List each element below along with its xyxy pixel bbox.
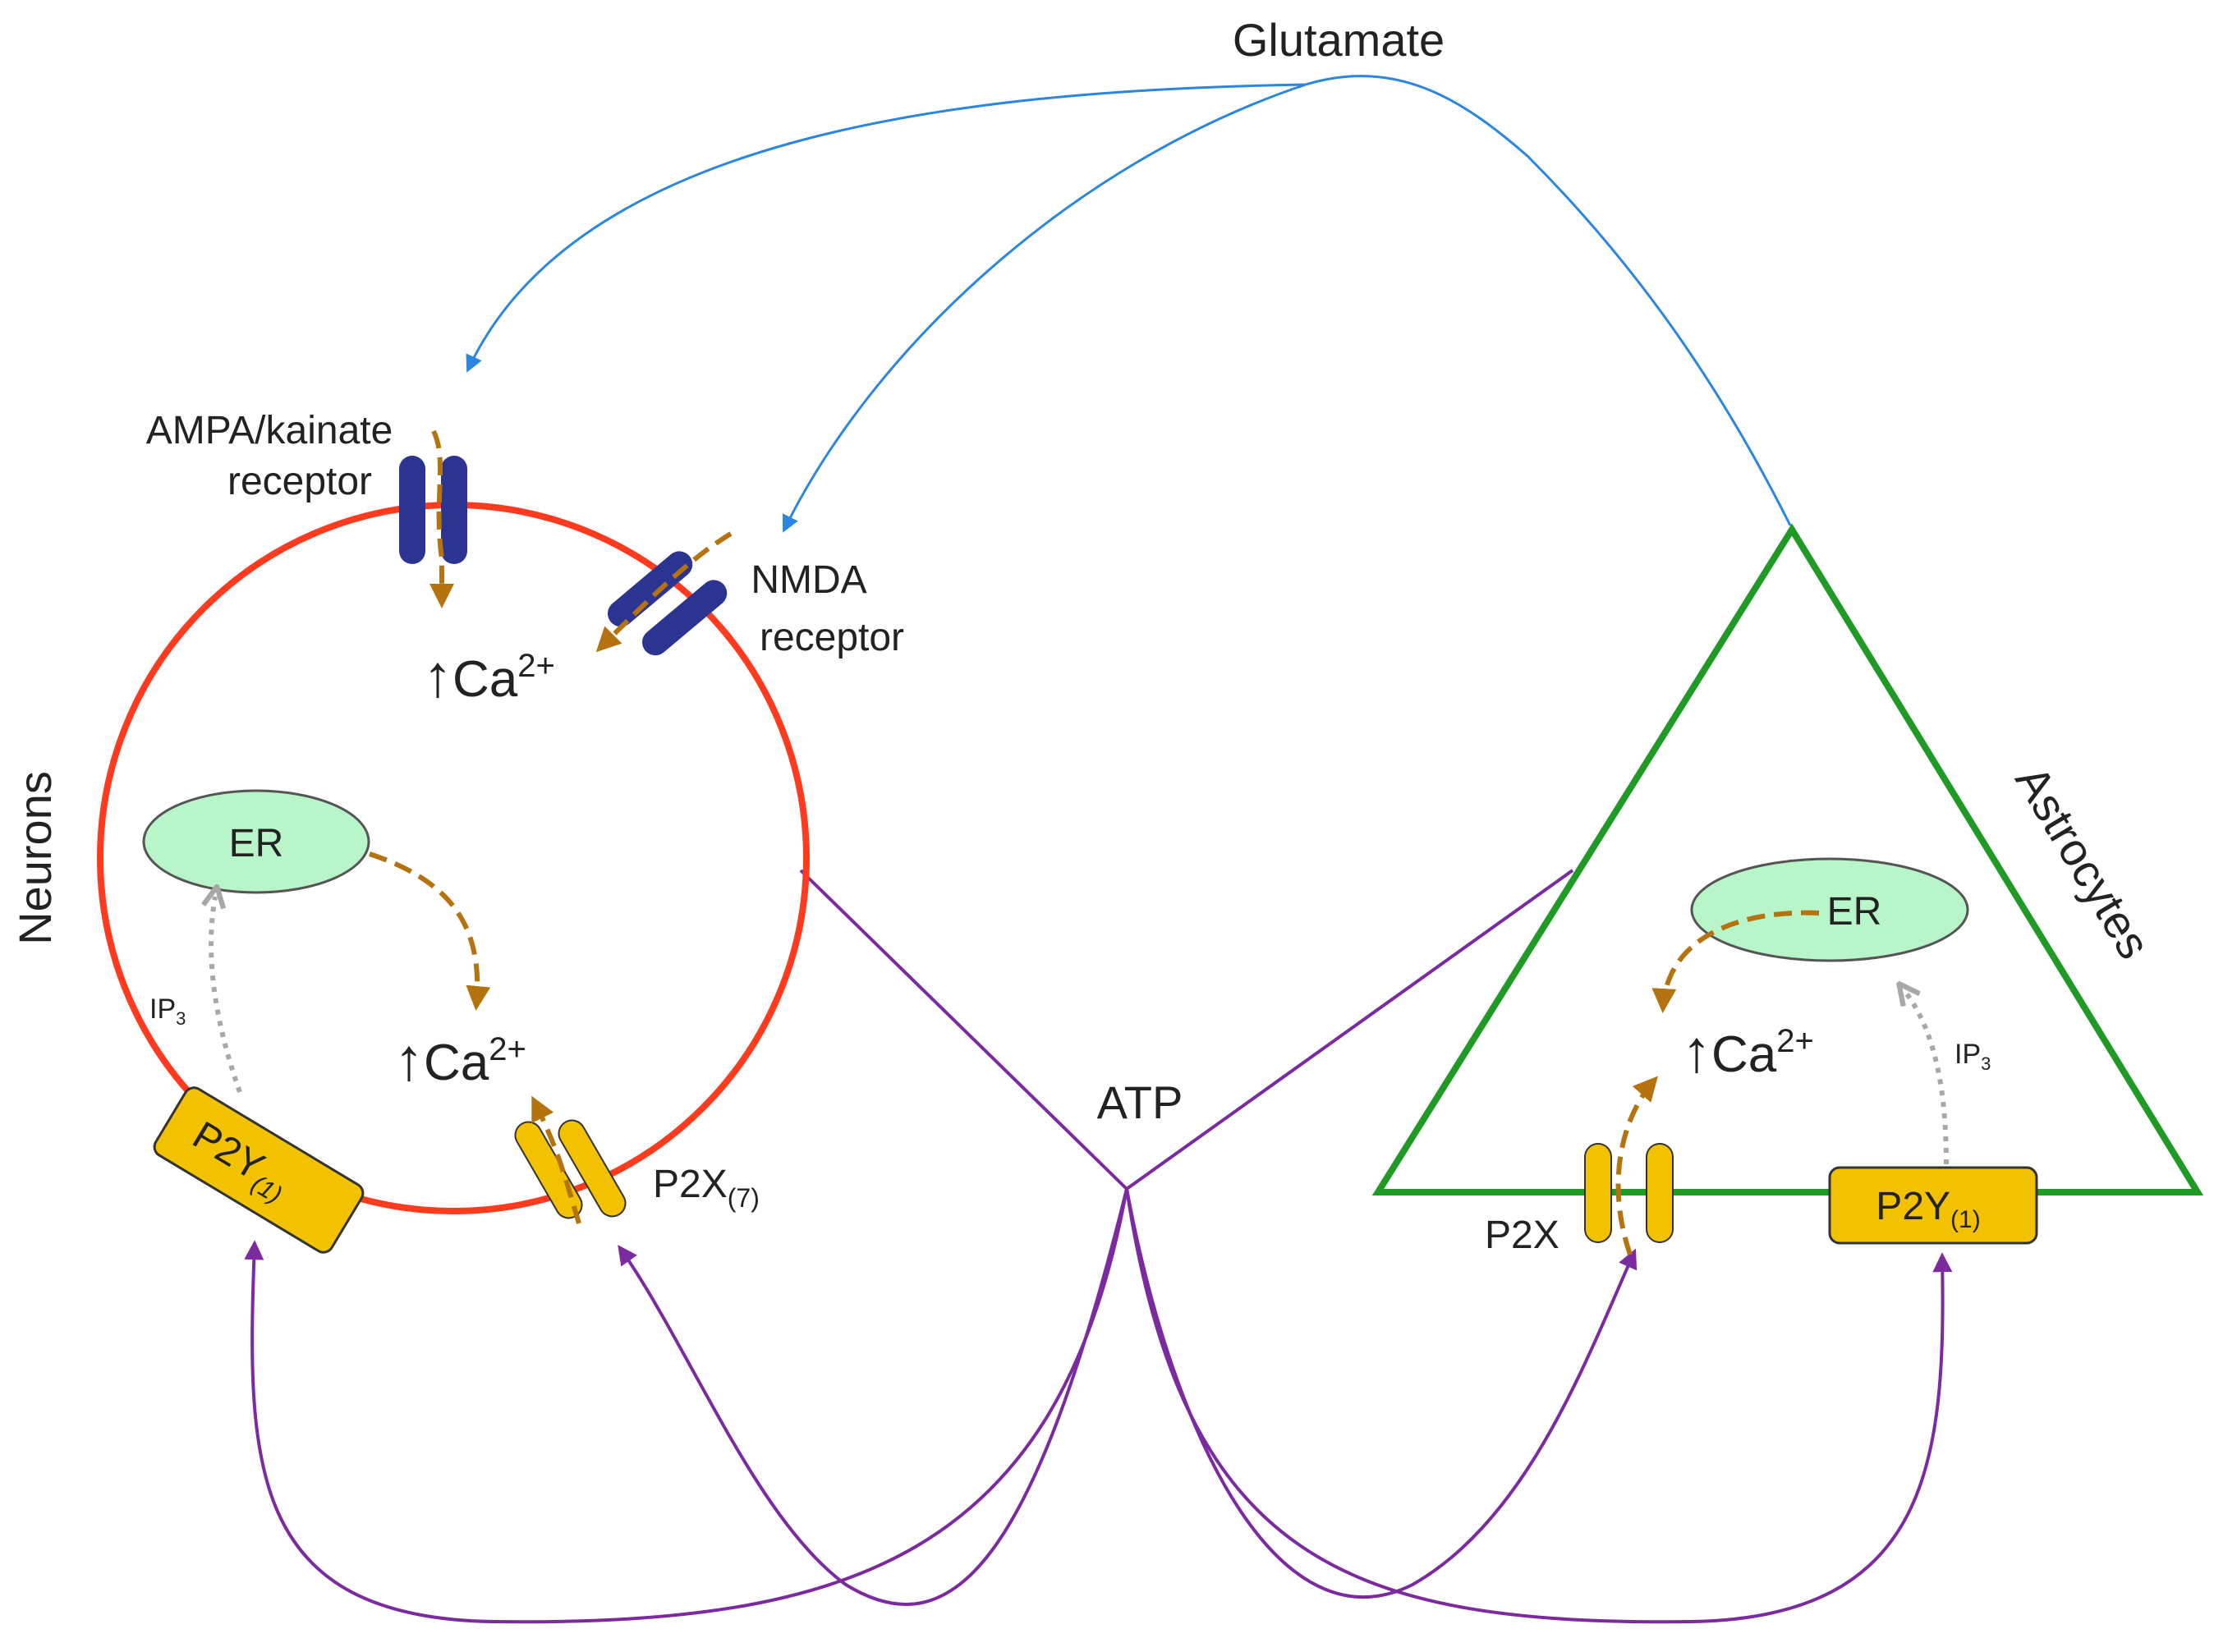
nmda-receptor (595, 531, 733, 656)
svg-text:P2Y(1): P2Y(1) (1876, 1185, 1980, 1233)
neuron-ip3-arrow (211, 897, 242, 1094)
neuron-p2x7-receptor (514, 1095, 627, 1224)
neuron-er (142, 789, 370, 894)
up-arrow-icon: ↑ (1682, 1019, 1711, 1085)
atp-to-neuron-p2y-arrow (244, 1188, 1128, 1624)
glutamate-label: Glutamate (1233, 14, 1445, 66)
nmda-subunit-left (607, 551, 693, 627)
astrocyte-p2x-calcium-influx (1615, 1076, 1658, 1255)
nmda-label-line1: NMDA (751, 558, 866, 602)
astrocyte-to-atp-line (1125, 869, 1574, 1191)
nmda-calcium-influx (595, 531, 733, 653)
neuron-p2x7-calcium-influx (531, 1095, 581, 1224)
astrocyte-er-label: ER (1827, 890, 1882, 934)
astrocyte-p2x-label: P2X (1485, 1214, 1559, 1257)
astrocyte-er-calcium-release (1651, 910, 1820, 1013)
neuron-calcium-top: ↑Ca2+ (423, 644, 555, 709)
ampa-subunit-right (441, 456, 467, 564)
svg-text:↑Ca2+: ↑Ca2+ (423, 644, 555, 709)
nmda-label-line2: receptor (760, 616, 904, 659)
up-arrow-icon: ↑ (394, 1027, 424, 1093)
neuron-er-calcium-release (369, 851, 491, 1011)
neuron-calcium-bottom: ↑Ca2+ (394, 1027, 526, 1093)
astrocyte-membrane (1371, 523, 2204, 1195)
astrocyte-p2x-receptor (1584, 1076, 1674, 1255)
astrocyte-calcium: ↑Ca2+ (1682, 1019, 1814, 1085)
svg-text:↑Ca2+: ↑Ca2+ (1682, 1019, 1814, 1085)
astrocytes-label: Astrocytes (2005, 757, 2161, 968)
glutamate-to-ampa-arrow (466, 83, 1307, 373)
astrocyte-er (1690, 857, 1969, 962)
glutamate-to-nmda-arrow (782, 83, 1307, 533)
neuron-p2x7-label: P2X(7) (653, 1163, 760, 1213)
svg-text:↑Ca2+: ↑Ca2+ (394, 1027, 526, 1093)
astrocyte-ip3-label: IP3 (1954, 1039, 1991, 1074)
atp-lines (244, 869, 1953, 1624)
astrocyte-p2y1-label: P2Y (1876, 1185, 1950, 1228)
neurons-label: Neurons (9, 771, 61, 945)
glutamate-arrows (466, 75, 1792, 533)
glutamate-to-astrocyte-line (1305, 75, 1792, 526)
neuron-er-label: ER (229, 822, 284, 865)
astrocyte-p2y1-receptor: P2Y(1) (1828, 1166, 2038, 1245)
neuron-ip3-label: IP3 (149, 993, 186, 1029)
neuron-p2y1-receptor: P2Y(1) (153, 1086, 365, 1254)
atp-to-neuron-p2x7-arrow (618, 1188, 1128, 1606)
ampa-receptor (399, 429, 467, 608)
ampa-calcium-influx (429, 429, 454, 608)
astrocyte-ip3-arrow (1905, 992, 1949, 1165)
ampa-label-line2: receptor (227, 460, 372, 503)
up-arrow-icon: ↑ (423, 644, 452, 709)
atp-label: ATP (1097, 1076, 1183, 1128)
ampa-subunit-left (399, 456, 425, 564)
atp-to-astrocyte-p2y-arrow (1125, 1188, 1953, 1624)
ampa-label-line1: AMPA/kainate (146, 409, 393, 452)
neuron-to-atp-line (799, 869, 1128, 1191)
nmda-subunit-right (641, 580, 728, 656)
